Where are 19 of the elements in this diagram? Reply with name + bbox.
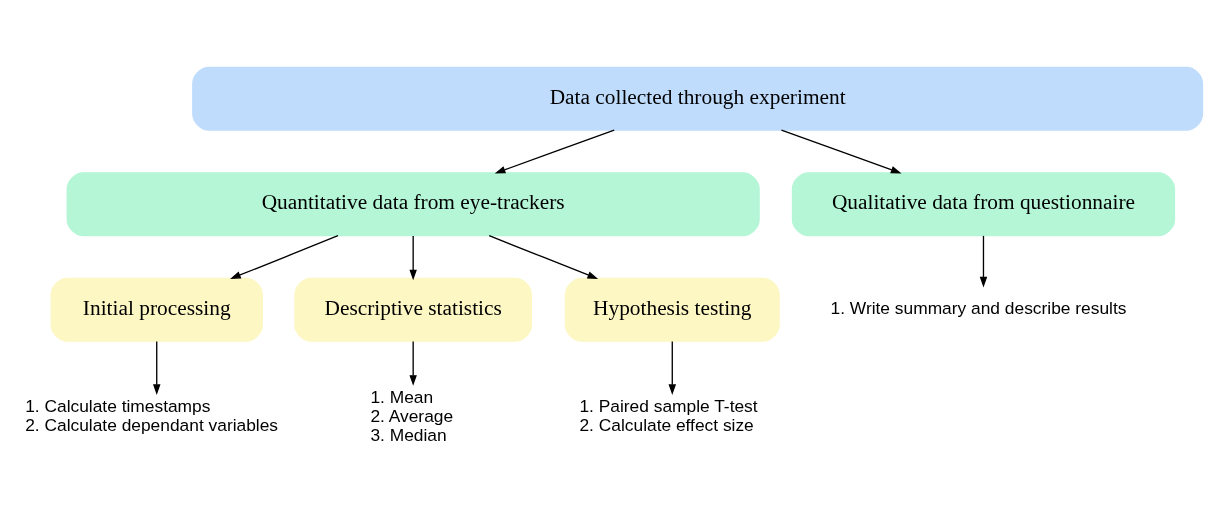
arrow [409, 340, 417, 386]
arrow [230, 234, 339, 279]
arrow [153, 340, 161, 395]
node-box: Hypothesis testing [564, 277, 780, 342]
node-box: Qualitative data from questionnaire [791, 171, 1176, 236]
node-box: Initial processing [50, 277, 263, 342]
arrow [409, 234, 417, 280]
node-text: 1. Paired sample T-test 2. Calculate effect size [579, 395, 758, 435]
node-text: 1. Write summary and describe results [830, 297, 1127, 318]
arrow [780, 129, 902, 173]
node-box: Descriptive statistics [294, 277, 533, 342]
node-box: Quantitative data from eye-trackers [66, 171, 760, 236]
node-box: Data collected through experiment [192, 66, 1204, 131]
node-text: 1. Calculate timestamps 2. Calculate dependant variables [25, 395, 279, 435]
node-text: 1. Mean 2. Average 3. Median [370, 386, 454, 445]
arrow [494, 129, 615, 173]
arrow [668, 340, 677, 395]
arrow [488, 234, 599, 279]
arrow [979, 234, 988, 288]
